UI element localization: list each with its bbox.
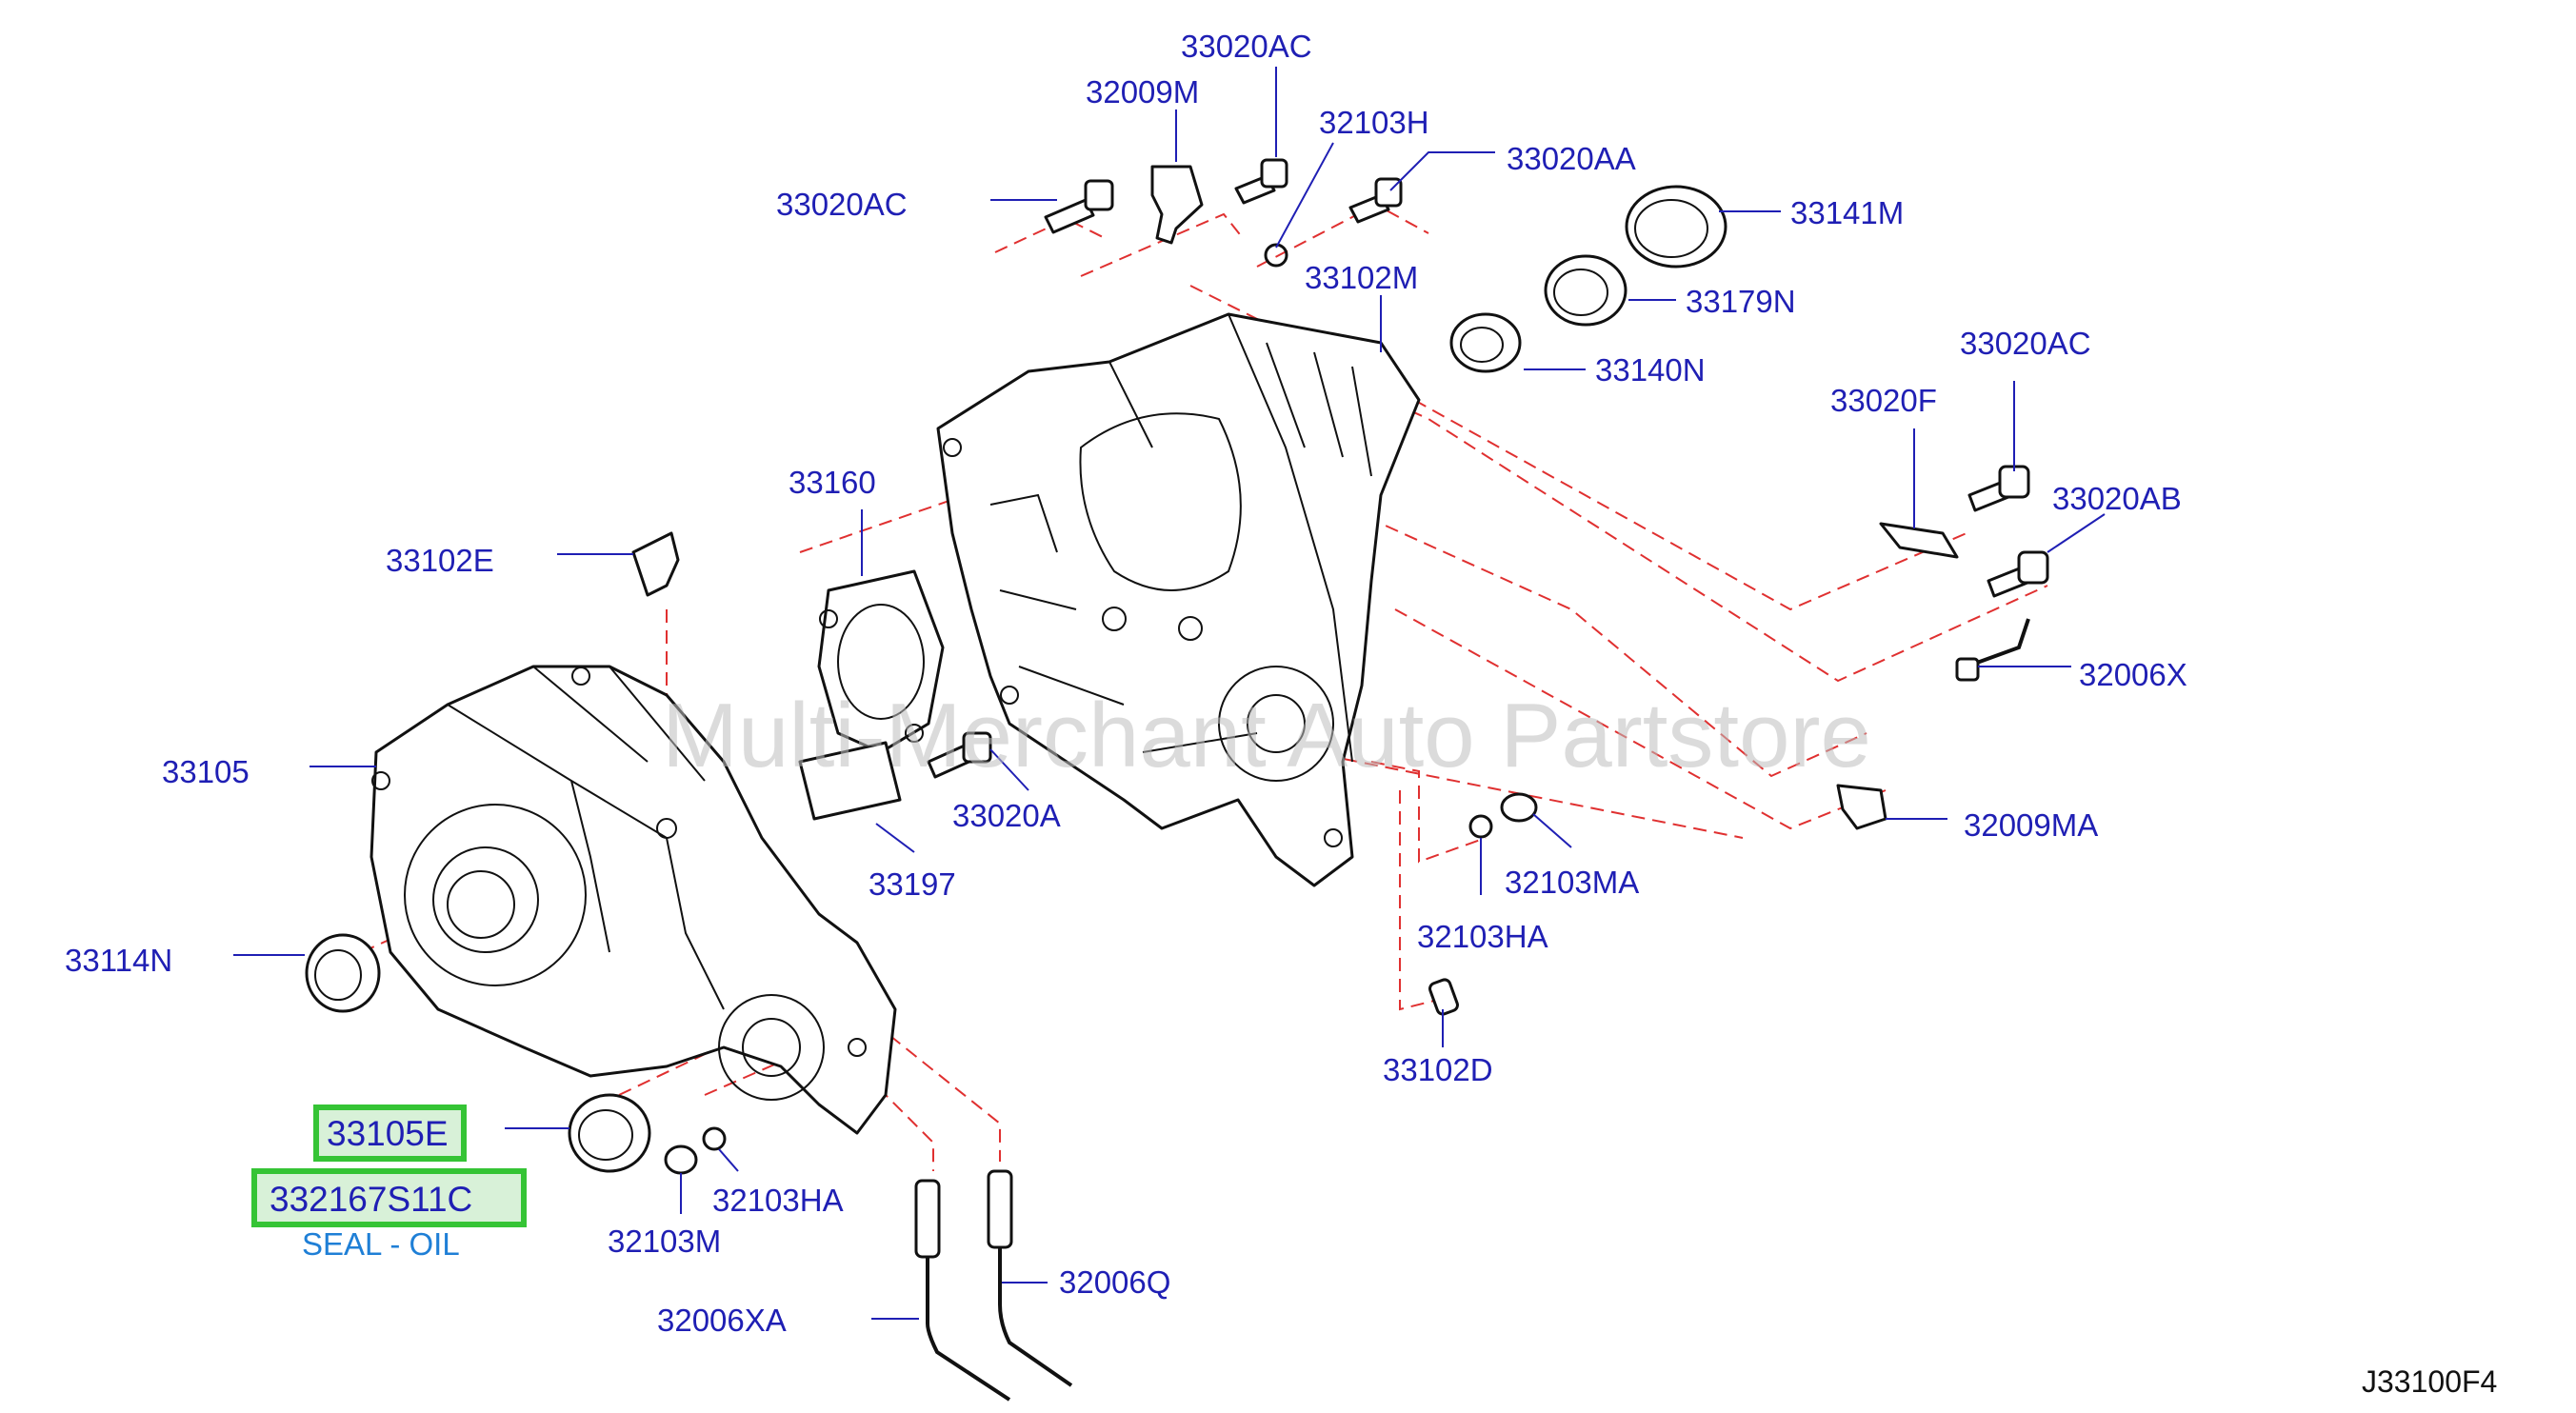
part-label-33102M[interactable]: 33102M [1305, 260, 1418, 295]
part-label-33141M[interactable]: 33141M [1790, 195, 1904, 230]
part-label-33140N[interactable]: 33140N [1595, 352, 1706, 388]
part-label-32009M[interactable]: 32009M [1086, 74, 1199, 109]
part-label-32103H[interactable]: 32103H [1319, 105, 1429, 140]
part-label-32103M[interactable]: 32103M [608, 1224, 721, 1259]
part-label-33020F[interactable]: 33020F [1830, 383, 1937, 418]
small-parts [305, 158, 2049, 1402]
part-label-33020A[interactable]: 33020A [952, 798, 1061, 833]
callout-label[interactable]: 33105E [327, 1114, 449, 1153]
part-label-33197[interactable]: 33197 [869, 866, 956, 902]
part-number-label[interactable]: 332167S11C [270, 1180, 472, 1219]
rear-case-33102M [936, 312, 1421, 887]
part-label-32006XA[interactable]: 32006XA [657, 1303, 787, 1338]
part-label-33179N[interactable]: 33179N [1686, 284, 1796, 319]
part-number-box [251, 1168, 527, 1227]
part-label-33105[interactable]: 33105 [162, 754, 250, 789]
part-label-32006X[interactable]: 32006X [2079, 657, 2187, 692]
part-label-33020AC-right[interactable]: 33020AC [1960, 326, 2091, 361]
part-label-32103HA-right[interactable]: 32103HA [1417, 919, 1548, 954]
part-label-33020AC-top[interactable]: 33020AC [1181, 29, 1312, 64]
part-label-33102E[interactable]: 33102E [386, 543, 494, 578]
part-label-33102D[interactable]: 33102D [1383, 1052, 1493, 1087]
part-label-33020AC-left[interactable]: 33020AC [776, 187, 908, 222]
part-label-33160[interactable]: 33160 [789, 465, 876, 500]
leader-lines [233, 67, 2106, 1320]
callout-box [313, 1105, 467, 1162]
part-label-33020AA[interactable]: 33020AA [1507, 141, 1636, 176]
part-label-32103HA-bottom[interactable]: 32103HA [712, 1183, 844, 1218]
part-label-32009MA[interactable]: 32009MA [1964, 807, 2098, 843]
front-case-33105 [369, 665, 897, 1135]
part-label-33020AB[interactable]: 33020AB [2052, 481, 2182, 516]
part-labels: 33020AC 32009M 32103H 33020AA 33020AC 33… [65, 29, 2187, 1338]
part-description: SEAL - OIL [302, 1226, 460, 1262]
part-label-33114N[interactable]: 33114N [65, 943, 172, 978]
watermark: Multi-Merchant Auto Partstore [662, 685, 1871, 786]
part-label-32103MA[interactable]: 32103MA [1505, 865, 1639, 900]
diagram-reference: J33100F4 [2362, 1364, 2497, 1399]
part-label-32006Q[interactable]: 32006Q [1059, 1264, 1170, 1300]
highlighted-part[interactable]: 33105E 332167S11C SEAL - OIL [251, 1105, 527, 1262]
